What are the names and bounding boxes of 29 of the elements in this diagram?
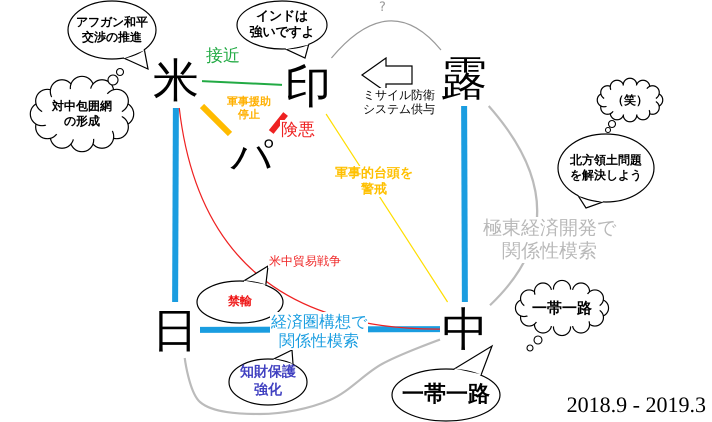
country-character: パ [230, 132, 274, 180]
edge-label: 軍事援助停止 [226, 95, 272, 122]
connector-line [184, 338, 440, 416]
bubble-text: アフガン和平交渉の推進 [76, 14, 148, 45]
connector-line [461, 106, 468, 302]
connector-line [202, 80, 282, 86]
bubble-text: 一帯一路 [532, 298, 592, 318]
connector-line [330, 20, 442, 58]
bubble-text: 対中包囲網の形成 [52, 98, 112, 129]
country-character: 中 [440, 302, 490, 356]
date-range: 2018.9 - 2019.3 [566, 392, 706, 418]
edge-label: 接近 [205, 46, 241, 66]
country-character: 日 [150, 302, 200, 358]
bubble-text: 知財保護強化 [240, 364, 296, 400]
edge-label: ミサイル防衛システム供与 [362, 88, 436, 117]
bubble-text: インドは強いですよ [250, 8, 314, 42]
connector-line [172, 108, 179, 302]
connector-line [268, 112, 288, 134]
bubble-text: 禁輸 [228, 294, 252, 310]
country-character: 米 [150, 52, 202, 108]
bubble-text: 北方領土問題を解決しよう [570, 152, 642, 183]
edge-label: 極東経済開発で関係性模索 [482, 217, 617, 263]
edge-label: 米中貿易戦争 [268, 254, 342, 268]
edge-label: 険悪 [280, 120, 316, 140]
bubble-text: 一帯一路 [402, 381, 490, 409]
bubble-text: （笑） [612, 92, 648, 108]
country-character: 印 [282, 58, 334, 114]
edge-label: 軍事的台頭を警戒 [334, 166, 414, 198]
country-character: 露 [438, 50, 490, 106]
